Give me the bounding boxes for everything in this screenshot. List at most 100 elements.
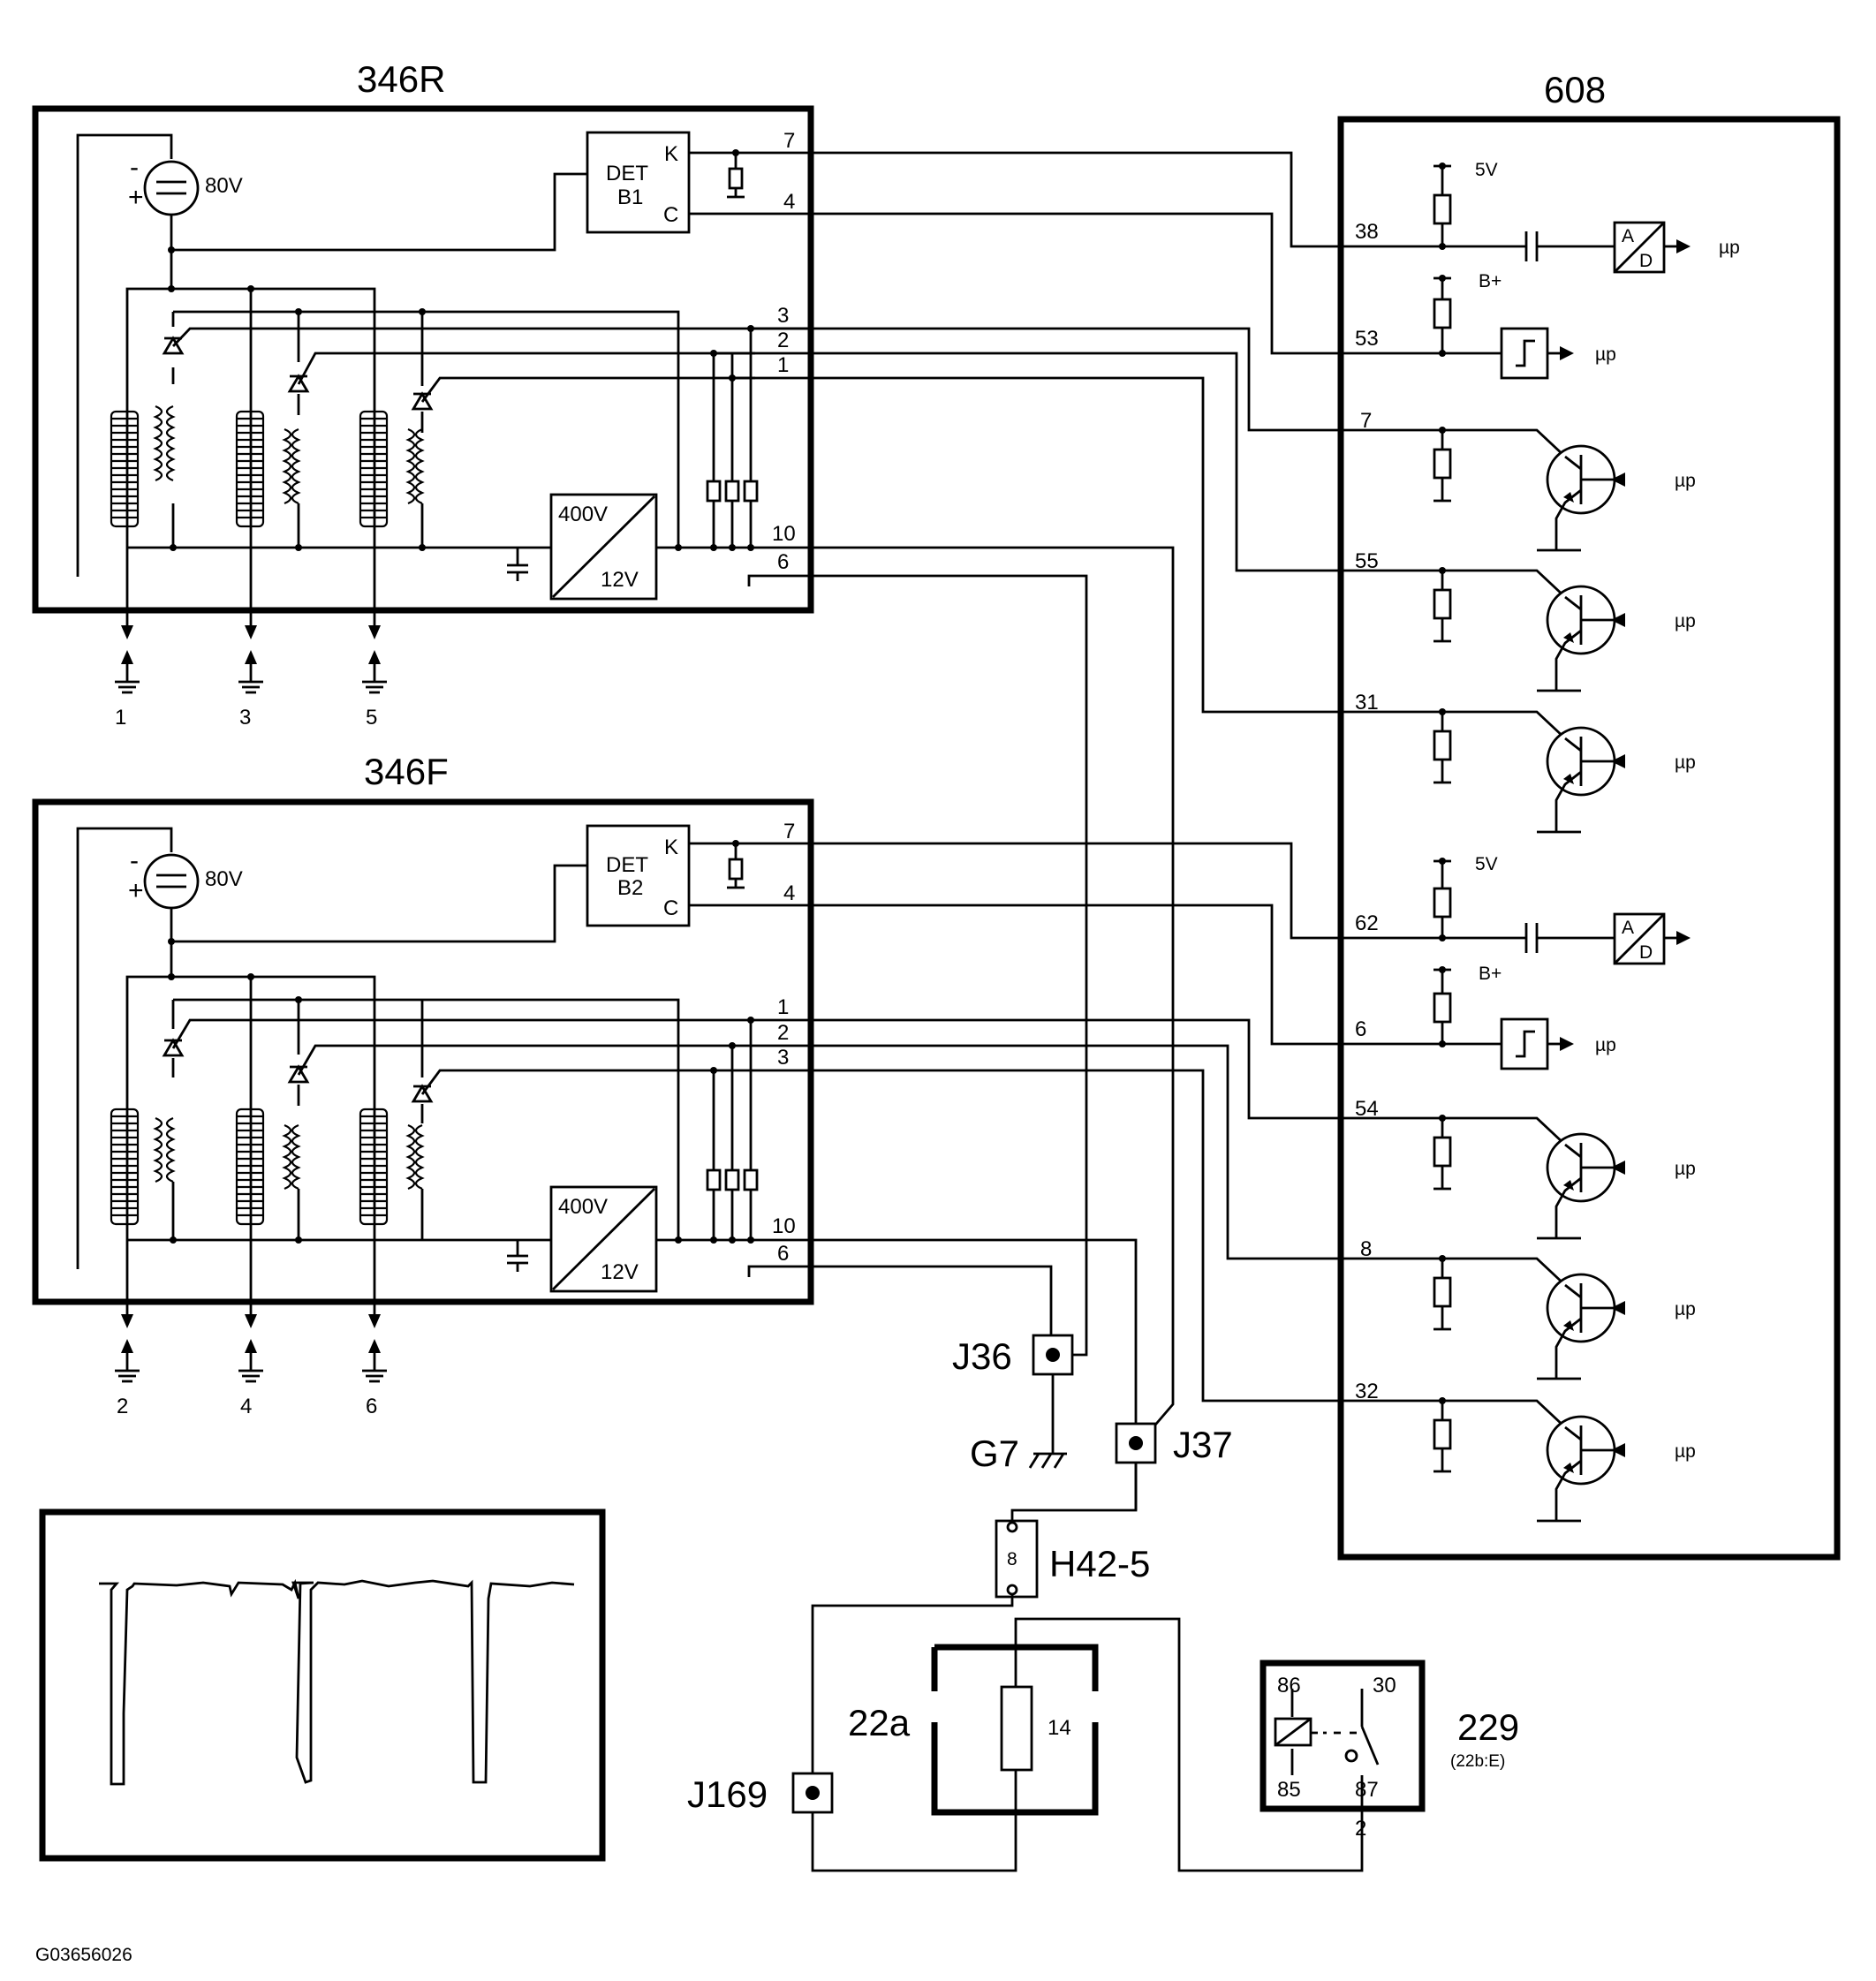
svg-text:85: 85 (1277, 1778, 1301, 1802)
ignition-coil-icon (235, 410, 301, 528)
svg-text:7: 7 (783, 820, 795, 843)
cylinder-label: 1 (115, 706, 126, 730)
svg-text:400V: 400V (558, 1195, 608, 1219)
up-label: µp (1675, 471, 1696, 491)
driver-transistor: µp (1341, 1397, 1696, 1523)
cylinder-label: 6 (366, 1395, 377, 1418)
driver-pin-label: 7 (1360, 409, 1372, 433)
svg-text:C: C (663, 203, 678, 227)
up-label: µp (1595, 1035, 1616, 1055)
driver-transistor: µp (1341, 1115, 1696, 1240)
svg-text:2: 2 (777, 329, 789, 352)
spark-plug-icon (115, 1231, 140, 1383)
svg-text:A: A (1622, 226, 1634, 246)
thyristor-icon (287, 1000, 755, 1106)
svg-text:3: 3 (777, 1046, 789, 1070)
svg-text:B+: B+ (1479, 964, 1502, 984)
det-box-b2 (586, 824, 691, 927)
svg-text:J169: J169 (687, 1773, 768, 1815)
svg-text:K: K (664, 142, 678, 166)
driver-transistor: µp (1341, 427, 1696, 552)
ecu-title: 608 (1544, 69, 1606, 110)
svg-text:62: 62 (1355, 911, 1379, 935)
up-label: µp (1595, 344, 1616, 365)
det-box-b1 (586, 131, 691, 234)
svg-text:J37: J37 (1173, 1424, 1233, 1465)
thyristor-icon (162, 1000, 755, 1077)
svg-text:6: 6 (1355, 1017, 1366, 1041)
up-label: µp (1719, 238, 1740, 258)
module-346F: 346F - + 80V DET B2 K C (32, 751, 814, 1418)
svg-text:B1: B1 (617, 185, 643, 209)
svg-text:5V: 5V (1475, 854, 1498, 874)
module-346F-title: 346F (364, 751, 449, 792)
adc-icon: A D (1613, 221, 1691, 274)
driver-transistor: µp (1341, 708, 1696, 834)
svg-text:53: 53 (1355, 327, 1379, 351)
ground-g7: G7 (970, 1433, 1067, 1474)
svg-text:10: 10 (772, 522, 796, 546)
svg-text:2: 2 (1355, 1817, 1366, 1841)
relay-229: 86 30 85 87 2 229 (22b:E) (1259, 1660, 1519, 1841)
svg-text:1: 1 (777, 353, 789, 377)
svg-text:22a: 22a (848, 1702, 911, 1743)
svg-text:H42-5: H42-5 (1049, 1543, 1150, 1584)
connector-j37: J37 (1115, 1422, 1233, 1465)
cylinder-label: 3 (239, 706, 251, 730)
spark-plug-icon (238, 608, 263, 694)
svg-text:86: 86 (1277, 1674, 1301, 1697)
svg-text:5V: 5V (1475, 160, 1498, 180)
h42-connector-icon (995, 1519, 1039, 1599)
connector-j169: J169 (687, 1772, 834, 1815)
ecu-608: 608 5V A D µp 38 B+ µp 53 (1337, 69, 1841, 1561)
svg-text:DET: DET (606, 853, 648, 877)
svg-text:30: 30 (1373, 1674, 1396, 1697)
thyristor-icon (287, 312, 755, 415)
80v-source-icon (143, 160, 200, 216)
svg-text:38: 38 (1355, 220, 1379, 244)
svg-text:-: - (130, 153, 139, 182)
svg-text:C: C (663, 896, 678, 920)
connector-h42-5: 8 H42-5 (995, 1519, 1150, 1599)
svg-text:400V: 400V (558, 503, 608, 526)
svg-text:12V: 12V (601, 568, 639, 592)
svg-text:14: 14 (1048, 1716, 1071, 1740)
svg-text:6: 6 (777, 550, 789, 574)
cylinder-label: 5 (366, 706, 377, 730)
ignition-coil-icon (110, 1108, 176, 1226)
svg-text:B+: B+ (1479, 271, 1502, 291)
svg-text:4: 4 (783, 190, 795, 214)
voltage-label: 80V (205, 867, 243, 891)
svg-text:10: 10 (772, 1214, 796, 1238)
signal-trace-panel (39, 1508, 606, 1862)
svg-text:A: A (1622, 918, 1634, 938)
driver-pin-label: 32 (1355, 1380, 1379, 1403)
ignition-coil-icon (359, 410, 425, 528)
svg-text:+: + (128, 183, 144, 212)
ignition-coil-icon (110, 405, 176, 528)
thyristor-icon (411, 312, 755, 433)
80v-source-icon (143, 853, 200, 910)
svg-text:12V: 12V (601, 1260, 639, 1284)
svg-text:D: D (1639, 251, 1653, 271)
svg-text:8: 8 (1007, 1549, 1017, 1569)
driver-pin-label: 55 (1355, 549, 1379, 573)
cylinder-label: 2 (117, 1395, 128, 1418)
svg-text:6: 6 (777, 1242, 789, 1266)
spark-plug-icon (362, 608, 387, 694)
ignition-coil-icon (235, 1108, 301, 1226)
waveform-trace (99, 1578, 575, 1786)
thyristor-icon (411, 1000, 755, 1123)
fuse-box-22a: 14 22a (848, 1644, 1099, 1816)
svg-text:DET: DET (606, 162, 648, 185)
cylinder-label: 4 (240, 1395, 252, 1418)
svg-text:87: 87 (1355, 1778, 1379, 1802)
up-label: µp (1675, 752, 1696, 773)
svg-text:K: K (664, 835, 678, 859)
svg-text:+: + (128, 876, 144, 905)
thyristor-icon (162, 312, 755, 384)
harness-wires (811, 151, 1341, 1524)
spark-plug-icon (362, 1305, 387, 1383)
svg-text:1: 1 (777, 995, 789, 1019)
